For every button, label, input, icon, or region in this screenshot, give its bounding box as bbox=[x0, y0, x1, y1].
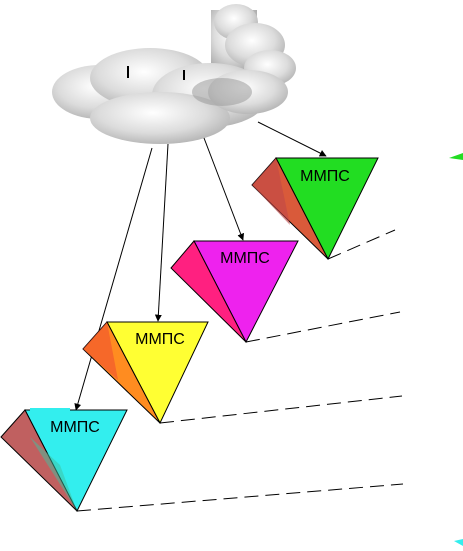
connector-arrows bbox=[74, 121, 327, 411]
mmps-node-magenta[interactable]: ММПС bbox=[170, 240, 299, 344]
mmps-label-yellow: ММПС bbox=[135, 331, 185, 348]
mmps-node-green[interactable]: ММПС bbox=[251, 157, 379, 261]
dashed-lines bbox=[76, 229, 404, 512]
cloud-icon bbox=[52, 4, 296, 144]
edge-fragments bbox=[449, 153, 463, 546]
mmps-label-magenta: ММПС bbox=[220, 250, 270, 267]
mmps-node-yellow[interactable]: ММПС bbox=[82, 321, 209, 425]
mmps-node-cyan[interactable]: ММПС bbox=[0, 408, 128, 513]
mmps-label-cyan: ММПС bbox=[50, 419, 100, 436]
mmps-label-green: ММПС bbox=[300, 168, 350, 185]
